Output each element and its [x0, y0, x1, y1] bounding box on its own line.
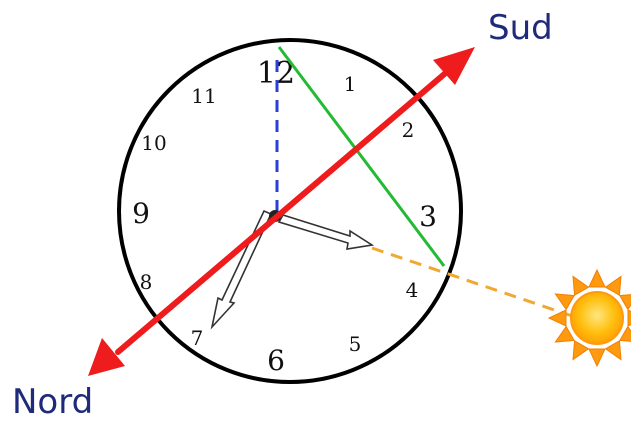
- numeral-3: 3: [419, 200, 437, 233]
- numeral-7: 7: [191, 326, 204, 350]
- minute-hand: [210, 209, 273, 330]
- north-label: Nord: [12, 382, 93, 421]
- numeral-1: 1: [344, 72, 357, 96]
- north-south-axis: [88, 47, 475, 376]
- sun-icon: [547, 268, 631, 368]
- numeral-4: 4: [406, 278, 419, 302]
- numeral-11: 11: [191, 84, 216, 108]
- south-label: Sud: [488, 8, 553, 48]
- numeral-5: 5: [349, 332, 362, 356]
- numeral-10: 10: [141, 131, 166, 155]
- hour-hand: [277, 214, 375, 250]
- numeral-9: 9: [132, 197, 150, 230]
- bisector-line: [277, 46, 446, 267]
- north-south-axis-line: [115, 62, 458, 355]
- sun-ray-line: [371, 246, 579, 320]
- clock-numerals: 12 1 2 3 4 5 6 7 8 9 10 11: [132, 56, 437, 377]
- numeral-6: 6: [267, 344, 285, 377]
- north-arrowhead: [88, 338, 125, 376]
- south-arrowhead: [433, 47, 475, 85]
- numeral-2: 2: [402, 118, 415, 142]
- numeral-8: 8: [140, 270, 153, 294]
- clock-face: [117, 38, 463, 384]
